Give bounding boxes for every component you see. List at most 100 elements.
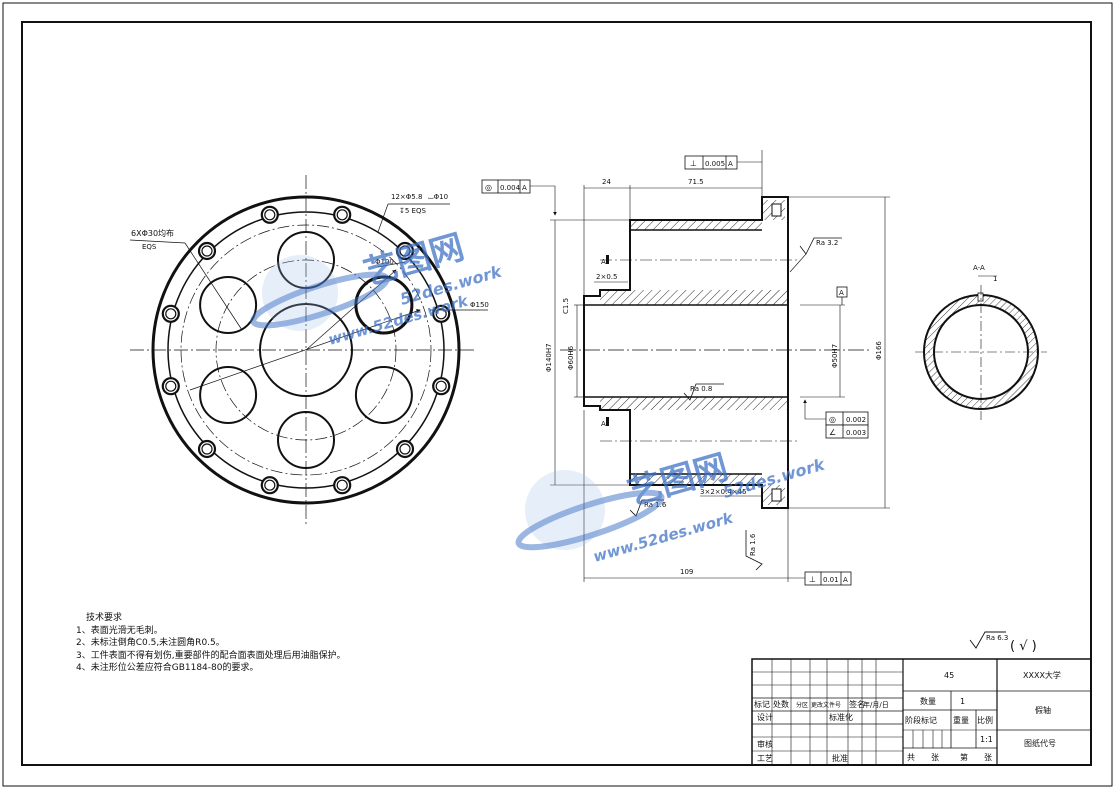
tb-sign: 签名 [849, 699, 865, 709]
small-hole [260, 476, 279, 495]
tb-weight-label: 重量 [953, 715, 969, 725]
small-hole [264, 209, 276, 221]
tb-material: 45 [944, 671, 954, 680]
tb-standard: 标准化 [829, 712, 853, 722]
dim-phi-166: Φ166 [875, 341, 883, 360]
dim-109: 109 [680, 568, 693, 576]
small-hole [201, 245, 213, 257]
tol-right1-val: 0.002 [846, 416, 866, 424]
chamfer-note: 3×2×0.4×45° [700, 488, 750, 496]
aa-dim-1: 1 [993, 275, 997, 283]
tech-note-item: 4、未注形位公差应符合GB1184-80的要求。 [76, 663, 259, 673]
dim-phi-60h6: Φ60H6 [567, 345, 575, 370]
tb-review: 审核 [757, 739, 773, 749]
datum-a: A [839, 289, 844, 297]
hole-callout: 12×Φ5.8 [391, 193, 422, 201]
watermark-url-bottom: www.52des.work [591, 508, 736, 565]
tol-top-sym: ⊥ [690, 159, 697, 168]
tol-left-val: 0.004 [500, 184, 521, 192]
tb-university: XXXX大学 [1023, 670, 1061, 680]
tb-qty-value: 1 [960, 697, 965, 706]
watermark-url-top-line: www.52des.work [326, 291, 471, 348]
dim-phi-140h7: Φ140H7 [545, 343, 553, 372]
default-roughness: Ra 6.3 ( √ ) [969, 631, 1037, 654]
small-hole [395, 439, 415, 459]
tb-mark: 标记 [754, 699, 770, 709]
section-mark-top: A [601, 258, 606, 266]
roughness-0-8: Ra 0.8 [690, 385, 712, 393]
tol-bottom-sym: ⊥ [809, 575, 816, 584]
aa-title: A-A [973, 264, 985, 272]
title-block-text: 45 XXXX大学 数量 1 假轴 阶段标记 重量 比例 1:1 图纸代号 标记… [754, 670, 1061, 763]
tb-scale-label: 比例 [977, 715, 993, 725]
roughness-1-6-b: Ra 1.6 [749, 533, 757, 556]
large-hole [354, 366, 413, 424]
front-view: 6XΦ30均布 EQS 12×Φ5.8 ⌴Φ10 ↧5 EQS Φ100 Φ15… [129, 175, 489, 525]
small-hole [336, 209, 348, 221]
tol-top-val: 0.005 [705, 160, 725, 168]
dim-phi-100: Φ100 [375, 258, 394, 266]
tol-bottom-val: 0.01 [823, 576, 839, 584]
hole-callout-depth: ⌴Φ10 [428, 193, 448, 201]
tb-part-name: 假轴 [1035, 705, 1051, 715]
dim-24: 24 [602, 178, 611, 186]
circle-100 [215, 259, 397, 441]
large-hole [199, 276, 258, 334]
flange-outer-circle [151, 195, 461, 505]
center-bore [259, 303, 353, 397]
small-hole [201, 443, 213, 455]
tb-order: 第 [960, 752, 968, 762]
dim-c1-5: C1.5 [562, 298, 570, 314]
default-roughness-suffix: ( √ ) [1010, 639, 1037, 654]
watermark-top: 艺图网 52des.work www.52des.work [250, 227, 505, 349]
inner-frame [21, 21, 1092, 766]
tb-stage-label: 阶段标记 [905, 715, 937, 725]
small-hole [333, 205, 352, 224]
tb-change-doc: 更改文件号 [811, 701, 841, 709]
small-hole [333, 476, 352, 495]
small-hole [264, 479, 276, 491]
hole-callout-sub: ↧5 EQS [399, 207, 426, 215]
tb-qty-label: 数量 [920, 696, 936, 706]
small-hole [336, 479, 348, 491]
section-a-a-view: A-A 1 [915, 264, 1047, 420]
tech-note-item: 3、工件表面不得有划伤,重要部件的配合面表面处理后用油脂保护。 [76, 650, 346, 661]
tol-left-sym: ◎ [485, 183, 492, 192]
bolt-callout-sub: EQS [142, 243, 157, 251]
section-mark-bottom: A [601, 420, 606, 428]
tb-sheet-unit2: 张 [984, 753, 992, 762]
tol-right2-sym: ∠ [829, 428, 836, 437]
dim-phi-50h7: Φ50H7 [831, 344, 839, 368]
small-hole [435, 380, 447, 392]
large-hole [199, 366, 258, 424]
tb-date: 年/月/日 [863, 700, 889, 709]
small-hole [197, 439, 217, 459]
roughness-3-2: Ra 3.2 [816, 239, 838, 247]
title-block [751, 658, 1092, 766]
tb-place: 处数 [773, 699, 789, 709]
small-hole [197, 241, 217, 261]
tech-notes-title: 技术要求 [86, 613, 123, 623]
tb-total: 共 [907, 753, 915, 762]
tb-scale-value: 1:1 [980, 735, 993, 744]
default-roughness-value: Ra 6.3 [986, 634, 1008, 642]
tech-note-item: 2、未标注倒角C0.5,未注圆角R0.5。 [76, 638, 225, 648]
small-hole [399, 443, 411, 455]
small-hole [432, 377, 451, 396]
tol-left-ref: A [522, 184, 527, 192]
small-hole [161, 304, 180, 323]
section-view: 24 71.5 109 Φ140H7 Φ60H6 Φ50H7 Φ166 2×0.… [481, 150, 890, 586]
tb-sheet-unit: 张 [931, 753, 939, 762]
dim-71-5: 71.5 [688, 178, 704, 186]
tol-right2-val: 0.003 [846, 429, 866, 437]
small-hole [399, 245, 411, 257]
tech-note-item: 1、表面光滑无毛刺。 [76, 625, 163, 636]
small-hole [395, 241, 415, 261]
tb-drawing-code: 图纸代号 [1024, 738, 1056, 748]
tb-zone: 分区 [796, 701, 808, 709]
watermark-brand-bottom: 艺图网 [623, 447, 732, 514]
small-hole [260, 205, 279, 224]
watermark-bottom: 艺图网 52des.work www.52des.work [515, 447, 828, 566]
